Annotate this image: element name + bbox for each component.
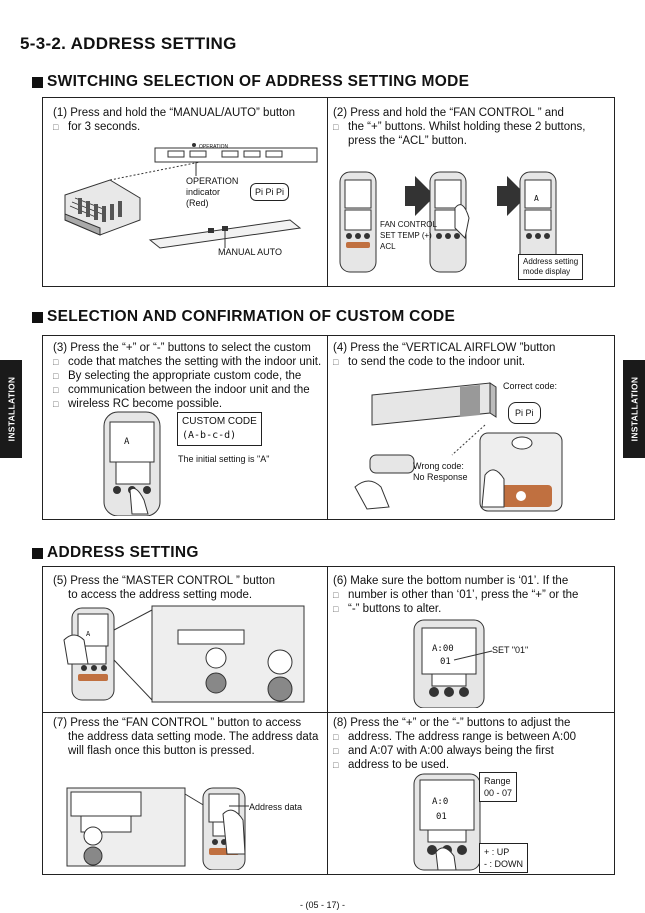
- operation-indicator-label: OPERATION indicator (Red): [186, 176, 239, 208]
- lcd-step6-value: 01: [440, 657, 451, 667]
- step-1-text: (1) Press and hold the “MANUAL/AUTO” but…: [53, 107, 296, 133]
- lcd-step3: A: [124, 437, 130, 447]
- range-callout: Range 00 - 07: [479, 772, 518, 802]
- pi-pi-callout: Pi Pi: [508, 402, 541, 424]
- address-mode-display-callout: Address setting mode display: [518, 254, 584, 280]
- lcd-step5: A: [86, 630, 91, 638]
- up-down-callout: + : UP - : DOWN: [479, 843, 528, 873]
- indoor-unit-illustration: [64, 143, 318, 249]
- lcd-step8-address: A:0: [432, 797, 449, 807]
- remote-step7: [66, 787, 249, 870]
- custom-code-callout: CUSTOM CODE (A-b-c-d): [177, 412, 262, 446]
- step-6-text: (6) Make sure the bottom number is ‘01’.…: [333, 575, 579, 615]
- page-title: 5-3-2. ADDRESS SETTING: [20, 34, 237, 53]
- set-01-label: SET "01": [492, 645, 529, 655]
- step-5-text: (5) Press the “MASTER CONTROL ” button t…: [53, 575, 275, 601]
- section-title-address-setting: ADDRESS SETTING: [32, 544, 199, 562]
- step-2-text: (2) Press and hold the “FAN CONTROL ” an…: [333, 107, 586, 147]
- lcd-step2: A: [534, 194, 539, 203]
- remote-sequence-step2: [339, 171, 557, 273]
- indoor-unit-step4: [354, 382, 563, 512]
- step-4-text: (4) Press the “VERTICAL AIRFLOW ”button …: [333, 342, 556, 368]
- initial-setting-label: The initial setting is "A": [178, 454, 270, 464]
- wrong-code-label: Wrong code: No Response: [413, 461, 468, 482]
- step-8-text: (8) Press the “+” or the “-” buttons to …: [333, 717, 577, 771]
- remote-step3: [103, 411, 161, 516]
- acl-label: ACL: [380, 242, 396, 251]
- step-7-text: (7) Press the “FAN CONTROL ” button to a…: [53, 717, 319, 757]
- correct-code-label: Correct code:: [503, 381, 558, 391]
- page-number: - (05 - 17) -: [299, 900, 345, 910]
- operation-small-label: OPERATION: [199, 144, 229, 150]
- fan-control-label: FAN CONTROL: [380, 220, 437, 229]
- side-tab-left: INSTALLATION: [0, 360, 22, 458]
- side-tab-right: INSTALLATION: [623, 360, 645, 458]
- section-title-switching: SWITCHING SELECTION OF ADDRESS SETTING M…: [32, 73, 469, 91]
- beep-callout: Pi Pi Pi: [250, 183, 290, 201]
- remote-step8: [413, 773, 481, 871]
- address-data-label: Address data: [249, 802, 303, 812]
- manual-auto-label: MANUAL AUTO: [218, 247, 283, 257]
- lcd-step6-address: A:00: [432, 644, 454, 654]
- set-temp-label: SET TEMP (+): [380, 231, 432, 240]
- remote-step6: [413, 619, 485, 708]
- remote-step5: [63, 605, 305, 703]
- step-3-text: (3) Press the “+” or “-” buttons to sele…: [53, 342, 322, 410]
- section-title-custom-code: SELECTION AND CONFIRMATION OF CUSTOM COD…: [32, 308, 455, 326]
- lcd-step8-value: 01: [436, 812, 447, 822]
